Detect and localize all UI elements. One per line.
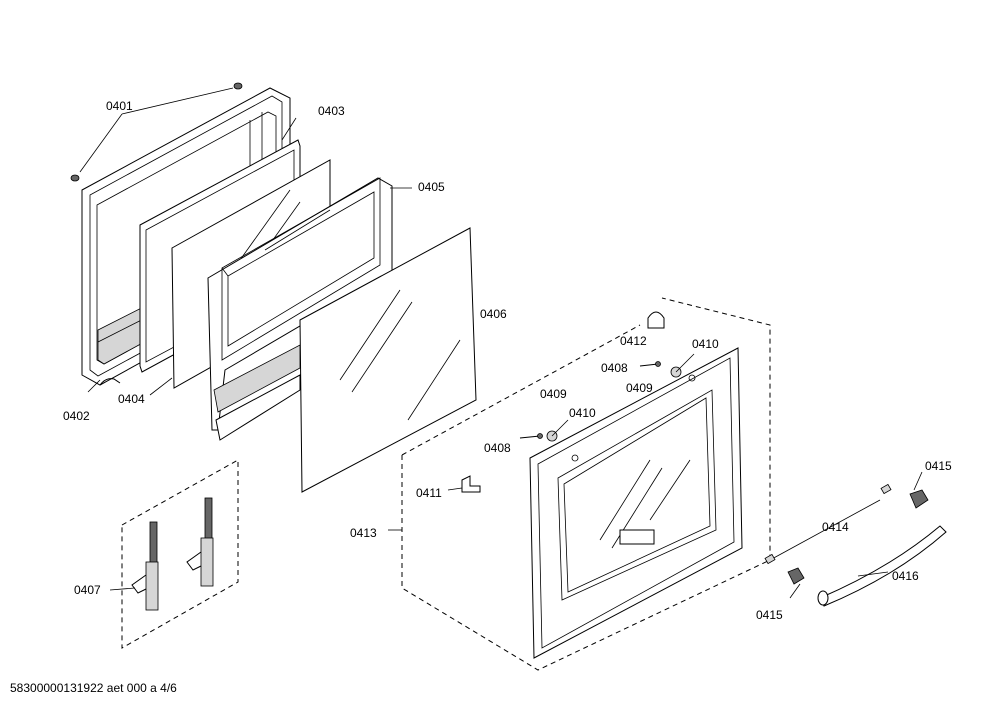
label-0414: 0414 xyxy=(822,520,849,534)
door-assembly-group xyxy=(388,297,771,671)
label-0406: 0406 xyxy=(480,307,507,321)
screw-icon xyxy=(233,82,243,90)
door-profile-frame xyxy=(207,177,412,441)
outer-glass-0406 xyxy=(299,227,477,493)
handle-group xyxy=(764,471,947,607)
label-0413: 0413 xyxy=(350,526,377,540)
label-0412: 0412 xyxy=(620,334,647,348)
screw-icon xyxy=(70,174,80,182)
label-0415-a: 0415 xyxy=(925,459,952,473)
bracket-icon xyxy=(647,311,665,329)
label-0402: 0402 xyxy=(63,409,90,423)
label-0408-a: 0408 xyxy=(484,441,511,455)
label-0416: 0416 xyxy=(892,569,919,583)
label-0408-b: 0408 xyxy=(601,361,628,375)
drawing-reference: 58300000131922 aet 000 a 4/6 xyxy=(10,681,177,695)
label-0407: 0407 xyxy=(74,583,101,597)
hinges-group xyxy=(109,459,239,649)
label-0405: 0405 xyxy=(418,180,445,194)
label-0404: 0404 xyxy=(118,392,145,406)
label-0410-a: 0410 xyxy=(569,406,596,420)
handle-bar xyxy=(819,525,947,607)
end-cap-icon xyxy=(909,489,929,509)
label-0411: 0411 xyxy=(416,486,442,500)
label-0409-a: 0409 xyxy=(540,387,567,401)
label-0403: 0403 xyxy=(318,104,345,118)
label-0401: 0401 xyxy=(106,99,133,113)
label-0415-b: 0415 xyxy=(756,608,783,622)
label-0409-b: 0409 xyxy=(626,381,653,395)
clip-icon xyxy=(461,475,481,493)
end-cap-icon xyxy=(787,567,805,585)
label-0410-b: 0410 xyxy=(692,337,719,351)
